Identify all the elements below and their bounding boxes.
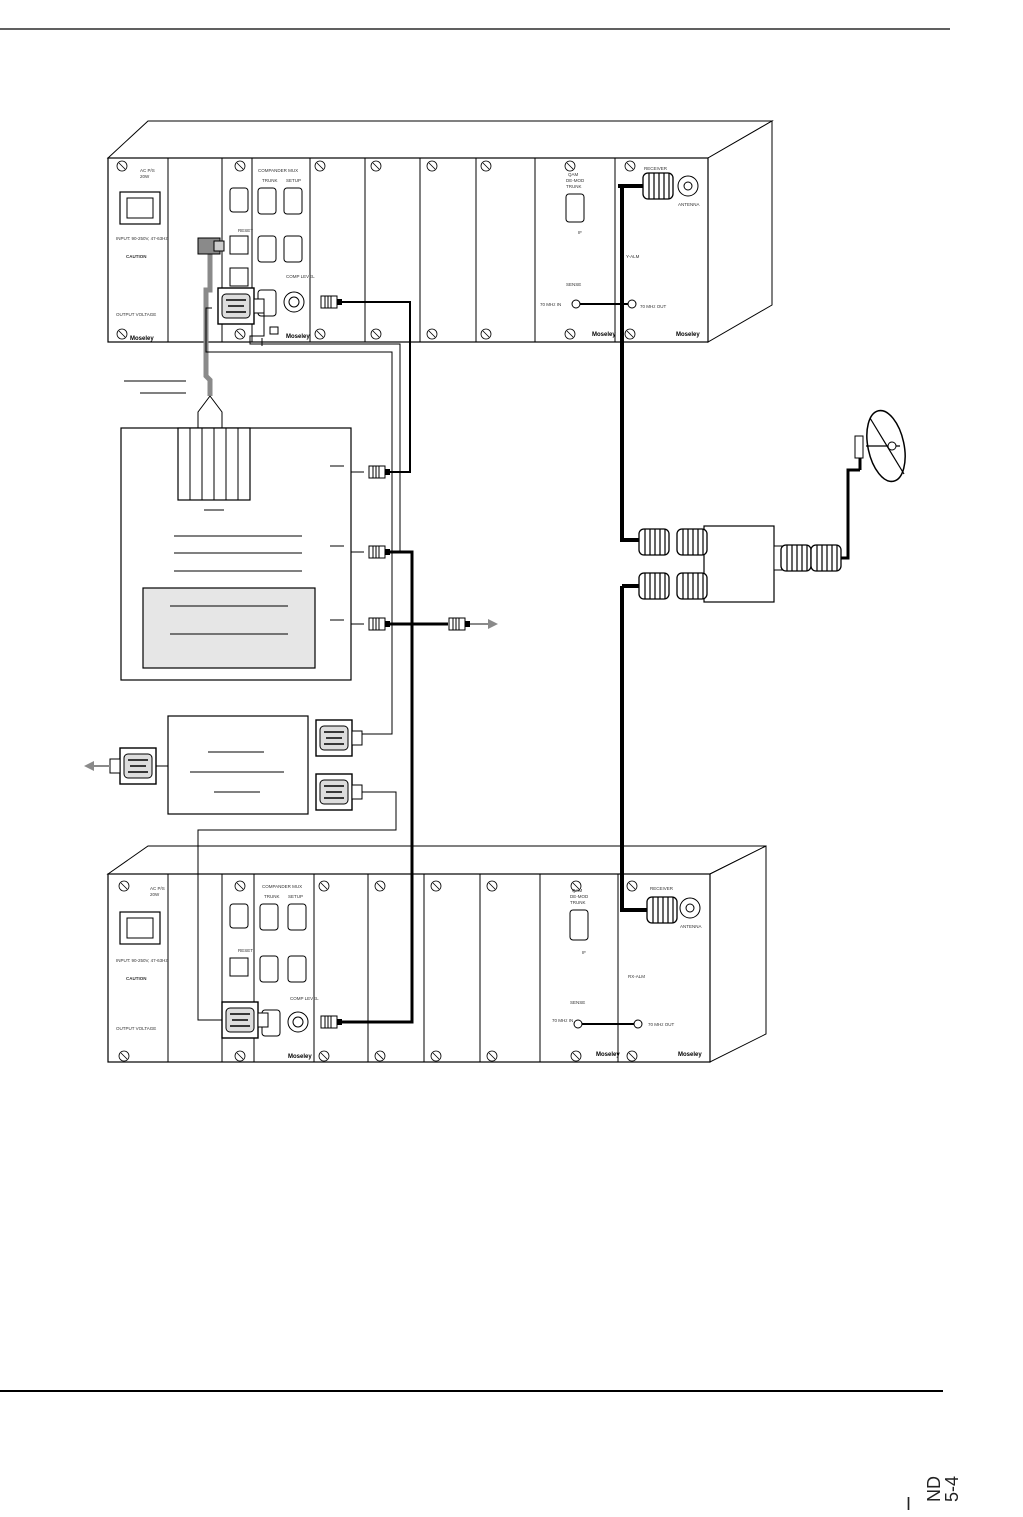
mux-setup-bottom: SETUP: [288, 894, 303, 899]
brand-mux: Moseley: [286, 334, 310, 340]
rx-antenna: ANTENNA: [678, 202, 700, 207]
ac-caution: CAUTION: [126, 254, 147, 259]
ac-subtitle: 20W: [140, 174, 150, 179]
qam-in70-bottom: 70 MHz IN: [552, 1018, 573, 1023]
splitter: [703, 525, 785, 603]
qam-trunk-port: [565, 193, 585, 223]
mux-reset: RESET: [238, 228, 253, 233]
cables: [197, 184, 862, 1024]
rx-antenna-bottom: ANTENNA: [680, 924, 702, 929]
ac-voltage: OUTPUT VOLTAGE: [116, 312, 156, 317]
ac-input: INPUT: 90-250V, 47-63Hz: [116, 236, 168, 241]
qam-subtitle-bottom: DE-MOD: [570, 894, 589, 899]
setup-port: [283, 187, 303, 215]
margin-line-3: I: [906, 1494, 911, 1512]
ch4-port: [283, 235, 303, 263]
brand-qam-bottom: Moseley: [596, 1052, 620, 1058]
brand-rx-bottom: Moseley: [678, 1052, 702, 1058]
mux-comp-level: COMP LEVEL: [286, 274, 315, 279]
rx-title: RECEIVER: [644, 166, 668, 171]
bottom-rack: AC P/S 20W INPUT: 90-250V, 47-63Hz CAUTI…: [106, 845, 767, 1063]
ac-input-bottom: INPUT: 90-250V, 47-63Hz: [116, 958, 168, 963]
rx-out70: 70 MHz OUT: [640, 304, 667, 309]
brand-qam: Moseley: [592, 332, 616, 338]
qam-sense-bottom: SENSE: [570, 1000, 585, 1005]
brand-mux-bottom: Moseley: [288, 1054, 312, 1060]
central-unit: [120, 380, 364, 681]
mux-comp-bottom: COMP LEVEL: [290, 996, 319, 1001]
rx-alarm: Y-ALM: [626, 254, 640, 259]
mux-trunk: TRUNK: [262, 178, 278, 183]
brand-rx: Moseley: [676, 332, 700, 338]
margin-line-1: ND: [924, 1476, 944, 1502]
qam-title: QAM: [568, 172, 579, 177]
qam-sense: SENSE: [566, 282, 581, 287]
mux-title: COMPANDER MUX: [258, 168, 298, 173]
rx-alarm-bottom: RX-ALM: [628, 974, 645, 979]
trunk-port: [257, 187, 277, 215]
qam-trunk: TRUNK: [566, 184, 582, 189]
qam-title-bottom: QAM: [572, 888, 583, 893]
shaded-panel: [142, 587, 316, 669]
qam-in70: 70 MHz IN: [540, 302, 561, 307]
mux-title-bottom: COMPANDER MUX: [262, 884, 302, 889]
qam-if-bottom: IF: [582, 950, 586, 955]
mux-trunk-bottom: TRUNK: [264, 894, 280, 899]
ch2-port: [257, 235, 277, 263]
qam-trunk-bottom: TRUNK: [570, 900, 586, 905]
mux-setup: SETUP: [286, 178, 301, 183]
ac-title: AC P/S: [140, 168, 155, 173]
rx-out70-bottom: 70 MHz OUT: [648, 1022, 675, 1027]
mux-reset-bottom: RESET: [238, 948, 253, 953]
dish-antenna: [854, 409, 906, 483]
margin-tab: ND 5-4: [924, 1476, 962, 1502]
top-rack: AC P/S 20W INPUT: 90-250V, 47-63Hz CAUTI…: [106, 120, 774, 343]
brand-ac: Moseley: [130, 336, 154, 342]
ac-subtitle-bottom: 20W: [150, 892, 160, 897]
interface-box: [154, 715, 309, 815]
ac-caution-bottom: CAUTION: [126, 976, 147, 981]
margin-line-2: 5-4: [942, 1476, 962, 1502]
rx-title-bottom: RECEIVER: [650, 886, 674, 891]
ac-voltage-bottom: OUTPUT VOLTAGE: [116, 1026, 156, 1031]
qam-if: IF: [578, 230, 582, 235]
qam-subtitle: DE-MOD: [566, 178, 585, 183]
ac-title-bottom: AC P/S: [150, 886, 165, 891]
